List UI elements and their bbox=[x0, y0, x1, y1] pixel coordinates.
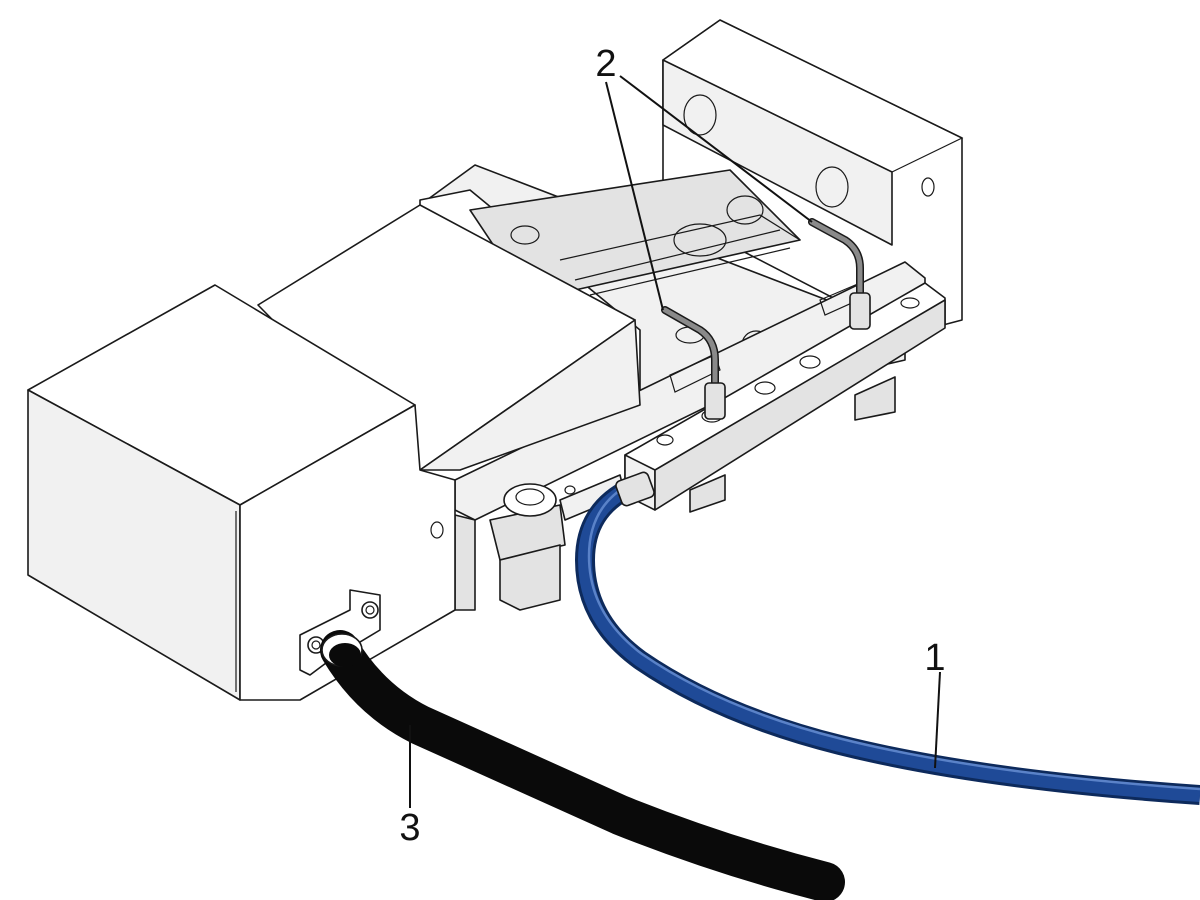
leader-2a bbox=[605, 81, 664, 311]
callout-1: 1 bbox=[924, 637, 945, 679]
cover-box bbox=[27, 204, 641, 701]
leader-2b bbox=[619, 75, 813, 223]
leader-1 bbox=[934, 671, 941, 769]
clamp-nut bbox=[489, 474, 626, 611]
callout-2: 2 bbox=[595, 43, 616, 85]
end-block bbox=[661, 19, 964, 336]
callout-3: 3 bbox=[399, 807, 420, 849]
black-hose bbox=[320, 630, 845, 900]
thin-tubes bbox=[661, 218, 871, 420]
blue-hose bbox=[574, 471, 1200, 805]
leader-lines bbox=[409, 75, 941, 808]
